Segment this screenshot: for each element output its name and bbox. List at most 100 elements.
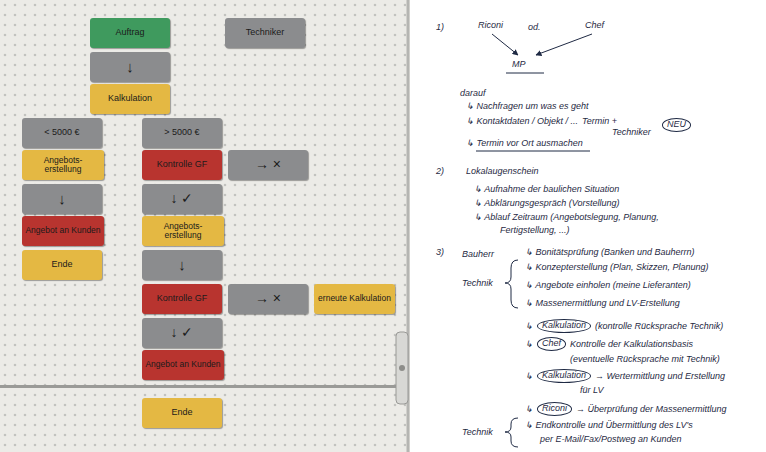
- node-text: < 5000 €: [44, 128, 79, 138]
- handwritten-note: (eventuelle Rücksprache mit Technik): [570, 354, 720, 365]
- magnet-tile: < 5000 €: [22, 118, 102, 148]
- board-clip: [396, 332, 408, 404]
- node-text: ↓ ✓: [171, 325, 194, 340]
- magnet-tile: Kontrolle GF: [142, 150, 222, 180]
- handwritten-note: Termin +: [582, 116, 617, 127]
- magnet-tile: ↓: [90, 52, 170, 82]
- magnet-tile: Angebot an Kunden: [22, 216, 104, 246]
- node-text: ↓ ✓: [171, 191, 194, 206]
- node-text: > 5000 €: [164, 128, 199, 138]
- board-rail: [0, 385, 404, 388]
- node-text: ↓: [58, 191, 66, 208]
- node-text: Kalkulation: [108, 94, 152, 104]
- handwritten-note: ↳ Abklärungsgespräch (Vorstellung): [474, 198, 619, 209]
- handwritten-note: ↳ Nachfragen um was es geht: [466, 101, 589, 112]
- node-text: Ende: [171, 408, 192, 418]
- node-text: Angebots- erstellung: [145, 222, 221, 241]
- node-text: NEU: [667, 119, 686, 131]
- board-clip-knob: [399, 365, 405, 371]
- pegboard: [0, 0, 410, 452]
- handwritten-note: ↳ Konzepterstellung (Plan, Skizzen, Plan…: [525, 262, 709, 273]
- circled-word: Kalkulation: [537, 319, 591, 333]
- handwritten-note: ↳ Aufnahme der baulichen Situation: [474, 184, 619, 195]
- handwritten-note: Techniker: [612, 127, 651, 138]
- handwritten-note: 2): [436, 166, 444, 177]
- node-text: Kontrolle GF: [157, 160, 208, 170]
- circled-word: Riconi: [537, 402, 572, 416]
- handwritten-note: ↳: [525, 321, 533, 332]
- node-text: Chef: [542, 338, 561, 350]
- handwritten-note: Technik: [462, 278, 493, 289]
- node-text: Kalkulation: [542, 320, 586, 332]
- node-text: ↓: [178, 257, 186, 274]
- magnet-tile: erneute Kalkulation: [314, 284, 395, 314]
- handwritten-note: ↳: [525, 404, 533, 415]
- underline: [476, 151, 590, 152]
- handwritten-note: per E-Mail/Fax/Postweg an Kunden: [540, 434, 682, 445]
- circled-word: Chef: [537, 337, 566, 351]
- node-text: Angebot an Kunden: [25, 226, 100, 235]
- hand-arrow: [492, 34, 518, 55]
- handwritten-note: (kontrolle Rücksprache Technik): [595, 321, 723, 332]
- handwritten-note: ↳ Endkontrolle und Übermittlung des LV's: [525, 420, 693, 431]
- node-text: Kalkulation: [542, 370, 586, 382]
- magnet-tile: Auftrag: [90, 18, 170, 48]
- magnet-tile: → ×: [228, 284, 308, 314]
- magnet-tile: Ende: [22, 250, 102, 280]
- node-text: Techniker: [246, 28, 285, 38]
- magnet-tile: ↓ ✓: [142, 318, 222, 348]
- handwritten-note: ↳: [525, 339, 533, 350]
- magnet-tile: ↓: [22, 184, 102, 214]
- node-text: Kontrolle GF: [157, 294, 208, 304]
- underline: [506, 73, 544, 74]
- handwritten-note: Technik: [462, 427, 493, 438]
- handwritten-note: Kontrolle der Kalkulationsbasis: [570, 339, 693, 350]
- node-text: Angebot an Kunden: [145, 360, 220, 369]
- handwritten-note: od.: [528, 22, 541, 33]
- handwritten-note: für LV: [580, 385, 604, 396]
- brace: [505, 260, 518, 308]
- magnet-tile: > 5000 €: [142, 118, 222, 148]
- node-text: → ×: [255, 157, 281, 172]
- peg-holes: [0, 0, 406, 452]
- handwritten-note: ↳ Kontaktdaten / Objekt / ...: [466, 116, 578, 127]
- node-text: Auftrag: [115, 28, 144, 38]
- circled-word: Kalkulation: [537, 369, 591, 383]
- node-text: Riconi: [542, 403, 567, 415]
- magnet-tile: ↓ ✓: [142, 184, 222, 214]
- magnet-tile: Ende: [142, 398, 222, 428]
- node-text: Angebots- erstellung: [25, 156, 101, 175]
- handwritten-note: ↳ Bonitätsprüfung (Banken und Bauherrn): [525, 247, 695, 258]
- handwritten-note: 1): [436, 22, 444, 33]
- node-text: Ende: [51, 260, 72, 270]
- brace: [505, 418, 518, 447]
- handwritten-note: ↳: [525, 371, 533, 382]
- handwritten-note: Fertigstellung, ...): [500, 225, 570, 236]
- magnet-tile: Techniker: [225, 18, 305, 48]
- magnet-tile: Angebot an Kunden: [142, 350, 224, 380]
- node-text: erneute Kalkulation: [318, 294, 391, 303]
- node-text: ↓: [126, 59, 134, 76]
- magnet-tile: Kontrolle GF: [142, 284, 222, 314]
- handwritten-note: Chef: [585, 20, 604, 31]
- handwritten-note: Lokalaugenschein: [466, 166, 539, 177]
- handwritten-note: ↳ Angebote einholen (meine Lieferanten): [525, 280, 691, 291]
- magnet-tile: Kalkulation: [90, 84, 170, 114]
- magnet-tile: → ×: [228, 150, 308, 180]
- handwritten-note: → Wertermittlung und Erstellung: [595, 371, 725, 382]
- node-text: → ×: [255, 291, 281, 306]
- handwritten-note: Bauherr: [462, 249, 494, 260]
- handwritten-note: 3): [436, 247, 444, 258]
- magnet-tile: Angebots- erstellung: [142, 216, 224, 246]
- magnet-tile: ↓: [142, 250, 222, 280]
- magnet-tile: Angebots- erstellung: [22, 150, 104, 180]
- hand-arrow: [536, 34, 592, 55]
- handwritten-note: ↳ Termin vor Ort ausmachen: [466, 138, 583, 149]
- handwritten-note: Riconi: [478, 20, 503, 31]
- handwritten-note: MP: [512, 59, 526, 70]
- handwritten-note: → Überprüfung der Massenermittlung: [576, 404, 727, 415]
- circled-word: NEU: [662, 118, 691, 132]
- handwritten-note: ↳ Massenermittlung und LV-Erstellung: [525, 298, 680, 309]
- handwritten-note: ↳ Ablauf Zeitraum (Angebotslegung, Planu…: [474, 212, 659, 223]
- handwritten-note: darauf: [460, 88, 486, 99]
